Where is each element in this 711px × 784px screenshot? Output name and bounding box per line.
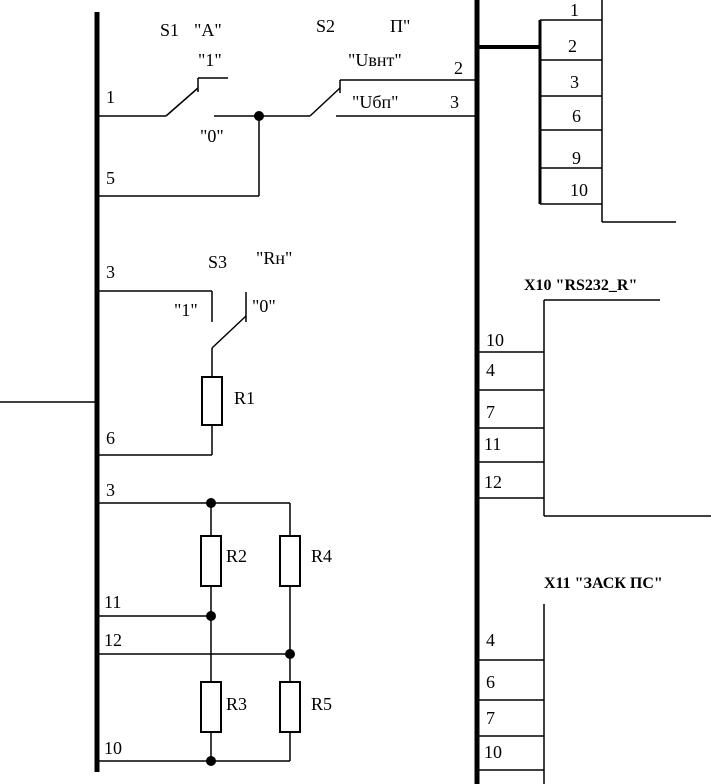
left-pin-11: 11 bbox=[104, 592, 121, 612]
x11-rows bbox=[477, 659, 544, 771]
x10-rows bbox=[477, 351, 544, 499]
s1-name: S1 bbox=[160, 20, 179, 40]
mid-pin-2: 2 bbox=[454, 58, 463, 78]
top-connector-rows bbox=[540, 19, 602, 205]
resistor-r4 bbox=[279, 535, 301, 587]
junction-pin10 bbox=[206, 756, 216, 766]
s3-left-label: "1" bbox=[174, 300, 198, 320]
s3-tag: "Rн" bbox=[256, 248, 292, 268]
r3-label: R3 bbox=[226, 694, 247, 714]
top-connector-pin-3: 3 bbox=[570, 72, 579, 92]
x11-title: X11 "ЗАСК ПС" bbox=[544, 575, 663, 592]
s3-right-label: "0" bbox=[252, 296, 276, 316]
s2-bottom-label: "Uбп" bbox=[352, 92, 399, 112]
x11-pin-4: 4 bbox=[486, 630, 495, 650]
left-pin-12: 12 bbox=[104, 630, 122, 650]
x11-pin-6: 6 bbox=[486, 672, 495, 692]
s2-top-label: "Uвнт" bbox=[348, 50, 402, 70]
s1-off-label: "0" bbox=[200, 126, 224, 146]
r5-label: R5 bbox=[311, 694, 332, 714]
x11-pin-7: 7 bbox=[486, 708, 495, 728]
resistor-r2 bbox=[200, 535, 222, 587]
r4-label: R4 bbox=[311, 546, 332, 566]
top-connector-pin-1: 1 bbox=[570, 0, 579, 20]
r1-label: R1 bbox=[234, 388, 255, 408]
s2-tag: П" bbox=[390, 16, 410, 36]
top-connector-pin-6: 6 bbox=[572, 106, 581, 126]
s2-blade bbox=[309, 87, 341, 117]
x10-pin-4: 4 bbox=[486, 360, 495, 380]
s1-on-label: "1" bbox=[198, 50, 222, 70]
resistor-r5 bbox=[279, 681, 301, 733]
x11-pin-10: 10 bbox=[484, 742, 502, 762]
s2-name: S2 bbox=[316, 16, 335, 36]
x10-pin-12: 12 bbox=[484, 472, 502, 492]
left-pin-10: 10 bbox=[104, 738, 122, 758]
resistor-r3 bbox=[200, 681, 222, 733]
left-pin-3b: 3 bbox=[106, 480, 115, 500]
mid-pin-3: 3 bbox=[450, 92, 459, 112]
left-pin-6: 6 bbox=[106, 428, 115, 448]
top-connector-pin-9: 9 bbox=[572, 148, 581, 168]
top-connector-pin-2: 2 bbox=[568, 36, 577, 56]
x10-pin-7: 7 bbox=[486, 402, 495, 422]
top-connector-pin-10: 10 bbox=[570, 180, 588, 200]
left-pin-1: 1 bbox=[106, 87, 115, 107]
x10-pin-11: 11 bbox=[484, 434, 501, 454]
s3-name: S3 bbox=[208, 252, 227, 272]
resistor-r1 bbox=[201, 376, 223, 426]
left-pin-3a: 3 bbox=[106, 262, 115, 282]
s3-blade bbox=[211, 315, 247, 349]
s1-tag: "A" bbox=[194, 20, 222, 40]
x10-title: X10 "RS232_R" bbox=[524, 277, 637, 294]
x10-pin-10: 10 bbox=[486, 330, 504, 350]
junction-pin11 bbox=[206, 611, 216, 621]
r2-label: R2 bbox=[226, 546, 247, 566]
s1-blade bbox=[165, 87, 199, 117]
junction-pin12 bbox=[285, 649, 295, 659]
left-pin-5: 5 bbox=[106, 168, 115, 188]
